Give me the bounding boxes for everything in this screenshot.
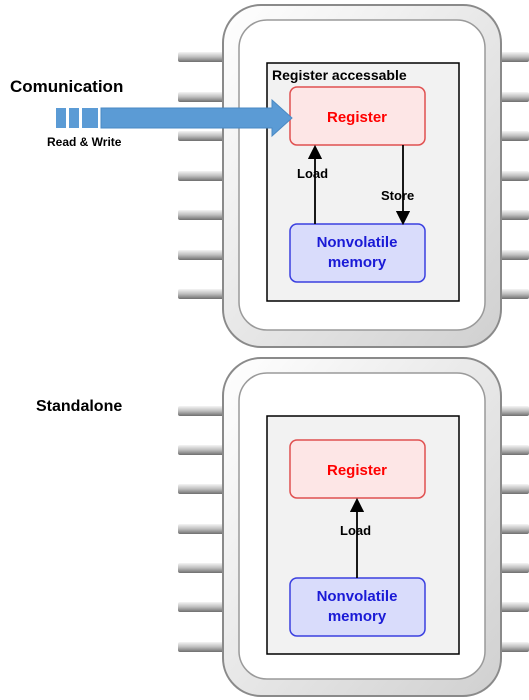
bottom-register-label: Register: [327, 462, 387, 479]
top-chip: Register accessable Register Nonvolatile…: [178, 4, 529, 348]
bottom-chip: Register Nonvolatile memory Load: [178, 357, 529, 697]
read-write-label: Read & Write: [47, 135, 122, 149]
communication-label: Comunication: [10, 77, 123, 96]
top-memory-label-2: memory: [328, 254, 387, 271]
bottom-load-label: Load: [340, 523, 371, 538]
top-chip-left-pins: [178, 52, 230, 299]
bottom-memory-box: [289, 577, 426, 637]
bottom-memory-label-1: Nonvolatile: [317, 588, 398, 605]
top-memory-box: [289, 223, 426, 283]
region-title: Register accessable: [272, 67, 407, 83]
top-register-label: Register: [327, 109, 387, 126]
top-memory-label-1: Nonvolatile: [317, 234, 398, 251]
top-load-label: Load: [297, 166, 328, 181]
bottom-memory-label-2: memory: [328, 608, 387, 625]
bottom-chip-left-pins: [178, 406, 230, 652]
standalone-label: Standalone: [36, 398, 122, 415]
top-store-label: Store: [381, 188, 414, 203]
communication-arrow: [56, 98, 293, 138]
